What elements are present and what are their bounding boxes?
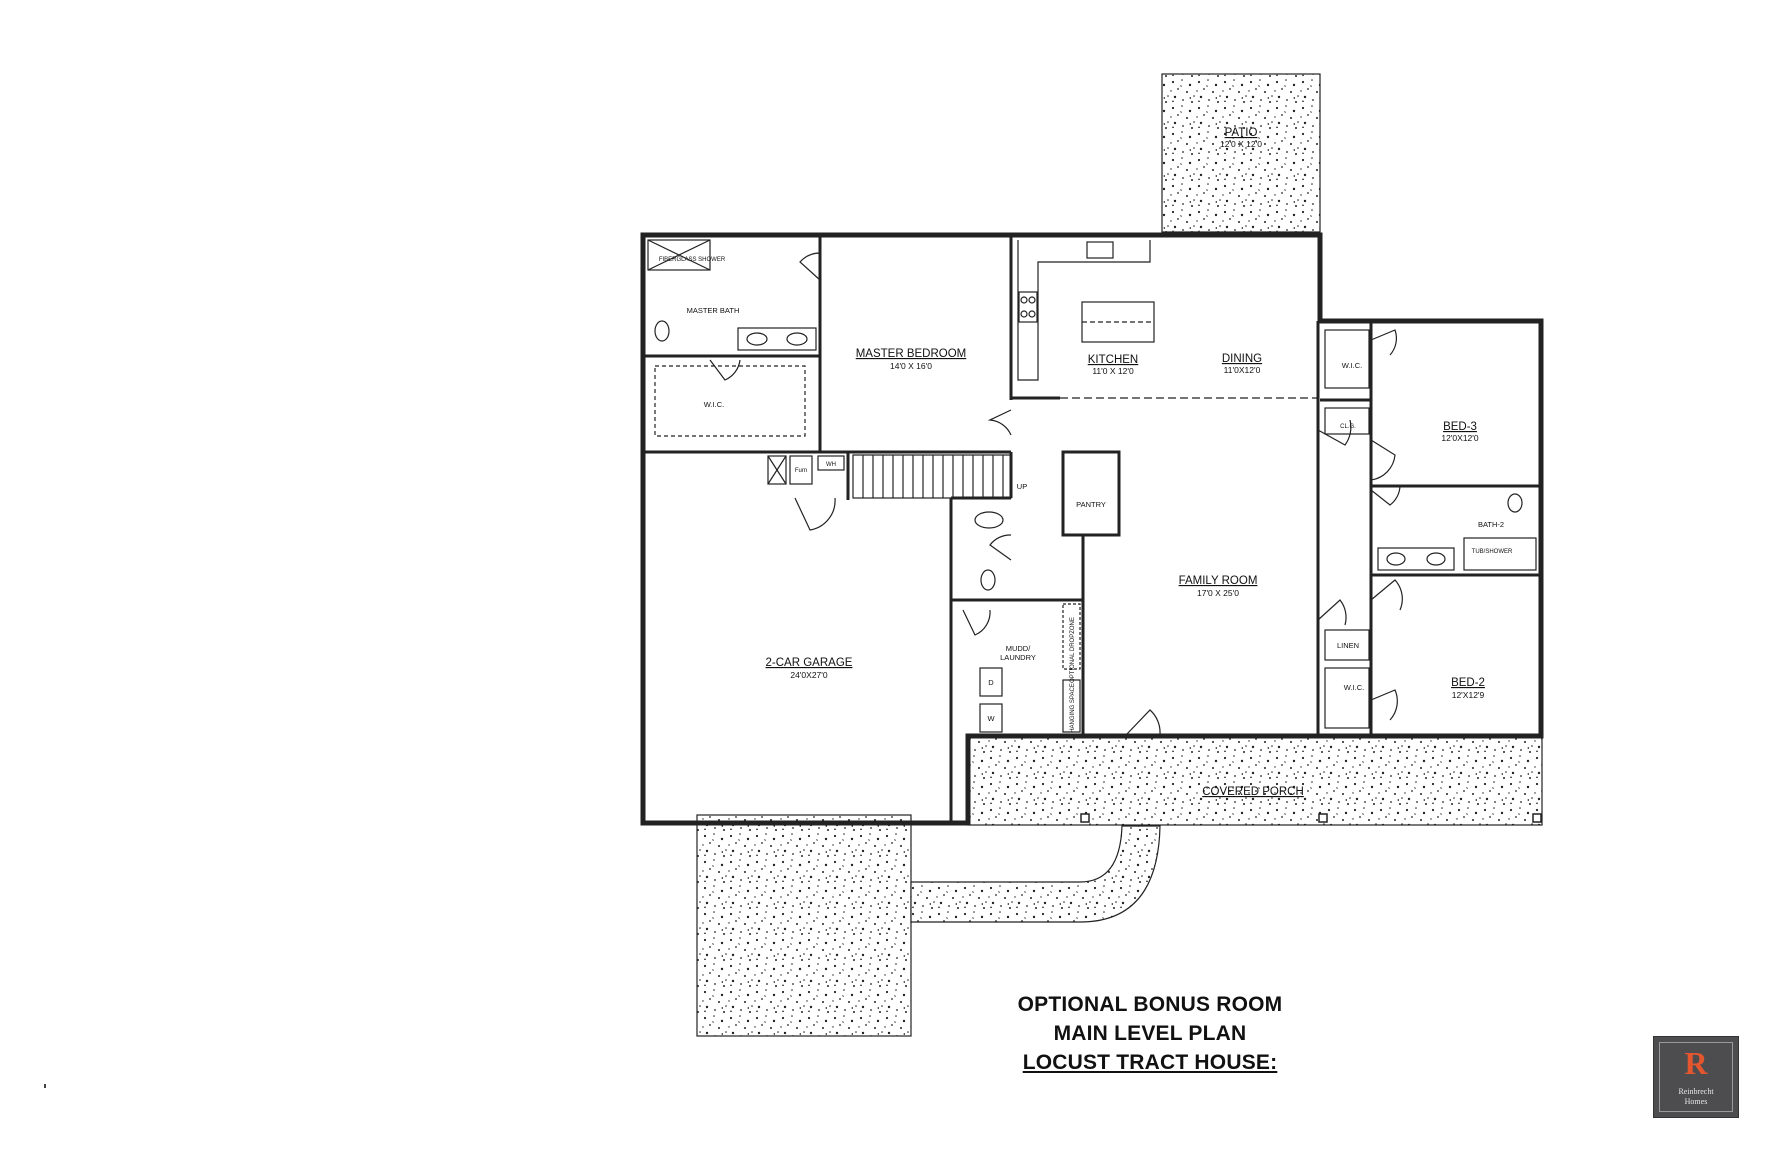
reinbrecht-homes-logo: R Reinbrecht Homes <box>1653 1036 1739 1118</box>
stair-up-label: UP <box>1017 482 1027 491</box>
svg-text:DINING: DINING <box>1222 353 1262 365</box>
svg-text:12'0X12'0: 12'0X12'0 <box>1441 433 1479 443</box>
exterior-walls <box>640 232 1544 826</box>
plan-title-line2: MAIN LEVEL PLAN <box>1053 1022 1247 1045</box>
room-label-bed3-closet: CL.G. <box>1340 424 1356 430</box>
room-label-bed2: BED-2 12'X12'9 <box>1451 677 1485 700</box>
front-walkway <box>910 825 1161 923</box>
svg-text:PATIO: PATIO <box>1225 127 1258 139</box>
room-label-garage: 2-CAR GARAGE 24'0X27'0 <box>766 657 853 680</box>
dryer-label: D <box>988 678 994 687</box>
covered-porch-slab <box>967 735 1543 826</box>
svg-text:BED-3: BED-3 <box>1443 421 1477 433</box>
water-heater-label: WH <box>826 462 836 468</box>
svg-text:2-CAR GARAGE: 2-CAR GARAGE <box>766 657 853 669</box>
room-label-bed3: BED-3 12'0X12'0 <box>1441 421 1479 443</box>
patio-slab <box>1161 73 1321 233</box>
room-label-bed3-wic: W.I.C. <box>1342 361 1362 370</box>
svg-text:11'0 X 12'0: 11'0 X 12'0 <box>1092 366 1134 376</box>
room-label-kitchen: KITCHEN 11'0 X 12'0 <box>1088 354 1138 376</box>
svg-text:KITCHEN: KITCHEN <box>1088 354 1138 366</box>
room-label-linen: LINEN <box>1337 641 1359 650</box>
svg-text:14'0 X 16'0: 14'0 X 16'0 <box>890 361 932 371</box>
driveway-slab <box>696 814 912 1037</box>
plan-title-line1: OPTIONAL BONUS ROOM <box>1017 993 1283 1016</box>
svg-text:17'0 X 25'0: 17'0 X 25'0 <box>1197 588 1239 598</box>
svg-text:12'0 X 12'0: 12'0 X 12'0 <box>1220 139 1262 149</box>
logo-frame <box>1659 1042 1733 1112</box>
room-label-master-bath: MASTER BATH <box>687 306 740 315</box>
logo-wordmark: Reinbrecht Homes <box>1654 1087 1738 1107</box>
plan-title-line3: LOCUST TRACT HOUSE: <box>1022 1051 1278 1074</box>
svg-text:MASTER BEDROOM: MASTER BEDROOM <box>856 348 967 360</box>
logo-line1: Reinbrecht <box>1678 1087 1714 1096</box>
svg-text:LAUNDRY: LAUNDRY <box>1000 653 1036 662</box>
room-label-master-bedroom: MASTER BEDROOM 14'0 X 16'0 <box>856 348 967 371</box>
svg-text:FAMILY ROOM: FAMILY ROOM <box>1179 575 1258 587</box>
logo-line2: Homes <box>1684 1097 1708 1106</box>
room-label-family-room: FAMILY ROOM 17'0 X 25'0 <box>1179 575 1258 598</box>
room-label-master-wic: W.I.C. <box>704 400 724 409</box>
room-label-pantry: PANTRY <box>1076 500 1106 509</box>
room-label-covered-porch: COVERED PORCH <box>1202 786 1304 798</box>
room-label-patio: PATIO 12'0 X 12'0 <box>1220 127 1262 149</box>
optional-dropzone-label: OPTIONAL DROPZONE <box>1070 617 1076 683</box>
washer-label: W <box>987 714 995 723</box>
svg-text:BED-2: BED-2 <box>1451 677 1485 689</box>
room-label-tub-shower: TUB/SHOWER <box>1472 549 1513 555</box>
door-swings <box>709 252 1403 735</box>
furnace-label: Furn <box>795 468 807 474</box>
fixtures <box>647 239 1537 733</box>
hanging-space-label: HANGING SPACE <box>1070 683 1076 733</box>
svg-text:MUDD/: MUDD/ <box>1006 644 1031 653</box>
room-label-mudd-laundry: MUDD/ LAUNDRY <box>1000 644 1036 662</box>
svg-text:24'0X27'0: 24'0X27'0 <box>790 670 828 680</box>
svg-text:11'0X12'0: 11'0X12'0 <box>1224 365 1261 375</box>
logo-r-icon: R <box>1684 1045 1708 1081</box>
room-label-bed2-wic: W.I.C. <box>1344 683 1364 692</box>
svg-text:12'X12'9: 12'X12'9 <box>1452 690 1485 700</box>
room-label-bath2: BATH-2 <box>1478 520 1504 529</box>
room-label-dining: DINING 11'0X12'0 <box>1222 353 1262 375</box>
stair <box>852 454 1012 499</box>
stray-mark <box>44 1084 46 1088</box>
room-label-fiberglass-shower: FIBERGLASS SHOWER <box>659 257 726 263</box>
